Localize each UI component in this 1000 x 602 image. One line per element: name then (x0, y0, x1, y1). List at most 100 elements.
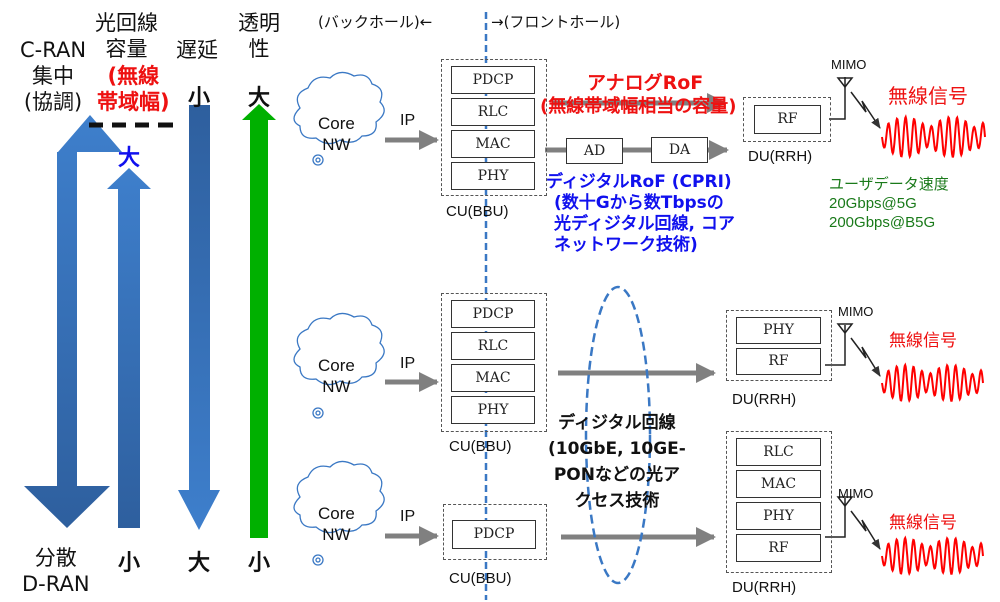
antenna-group-1 (829, 77, 881, 129)
da-converter: DA (651, 137, 708, 163)
du-layer-rf: RF (736, 348, 821, 375)
cu-layer-pdcp: PDCP (452, 520, 536, 549)
analog-rof-note: (無線帯域幅相当の容量) (540, 96, 737, 117)
transparency-top-value: 大 (248, 86, 271, 111)
analog-rof-title: アナログRoF (587, 72, 704, 94)
du-layer-mac: MAC (736, 470, 821, 498)
latency-bottom-value: 大 (188, 551, 211, 576)
cu-layer-pdcp: PDCP (451, 300, 535, 328)
radio-signal-label: 無線信号 (889, 331, 957, 351)
latency-down-arrow (178, 105, 220, 530)
user-rate-title: ユーザデータ速度 (829, 176, 949, 193)
backhaul-label: (バックホール)← (318, 13, 433, 31)
du-layer-rf: RF (736, 534, 821, 562)
transparency-header-line: 性 (248, 37, 270, 61)
digital-line-text: クセス技術 (574, 491, 660, 511)
centralized-label: 集中 (32, 64, 75, 88)
cu-layer-phy: PHY (451, 162, 535, 190)
cu-layer-phy: PHY (451, 396, 535, 424)
latency-header: 遅延 (176, 38, 218, 62)
digital-line-text: (10GbE, 10GE- (548, 439, 686, 459)
core-cloud-icon (293, 71, 385, 166)
cu-unit (443, 504, 547, 560)
cu-label: CU(BBU) (446, 203, 509, 220)
digital-rof-line: ディジタルRoF (CPRI) (546, 172, 732, 192)
core-line: NW (322, 377, 351, 396)
radio-signal-label: 無線信号 (889, 513, 957, 533)
distributed-label: 分散 (34, 546, 77, 570)
core-cloud-icon (293, 460, 385, 566)
digital-line-description: ディジタル回線 (10GbE, 10GE- PONなどの光ア クセス技術 (548, 410, 686, 514)
cu-unit (441, 59, 547, 196)
capacity-header-line: 容量 (105, 37, 148, 61)
digital-rof-line: 光ディジタル回線, コア (554, 214, 735, 234)
ip-label: IP (400, 508, 416, 525)
digital-rof-description: ディジタルRoF (CPRI) (数十Gから数Tbpsの 光ディジタル回線, コ… (546, 172, 735, 256)
du-unit (743, 97, 831, 142)
core-network-label: Core NW (318, 503, 355, 545)
du-unit (726, 431, 832, 573)
cran-header: C-RAN 集中 (協調) (20, 37, 86, 115)
cran-double-arrow (24, 115, 122, 528)
core-line: Core (318, 356, 355, 375)
digital-line-text: PONなどの光ア (553, 465, 680, 485)
du-layer-phy: PHY (736, 317, 821, 344)
cu-layer-rlc: RLC (451, 332, 535, 360)
du-unit (726, 310, 832, 381)
du-label: DU(RRH) (732, 391, 797, 408)
radio-signal-label: 無線信号 (888, 84, 968, 108)
capacity-header: 光回線 容量 (95, 10, 158, 62)
ad-converter: AD (566, 138, 623, 164)
cu-label: CU(BBU) (449, 438, 512, 455)
radio-signal-wave (881, 362, 984, 403)
capacity-up-arrow (107, 168, 151, 528)
transparency-bottom-value: 小 (248, 551, 271, 576)
capacity-bottom-value: 小 (118, 551, 141, 576)
core-network-label: Core NW (318, 355, 355, 397)
core-line: Core (318, 114, 355, 133)
core-line: NW (322, 525, 351, 544)
dran-label: D-RAN (22, 572, 90, 596)
antenna-group-3 (825, 496, 881, 550)
core-line: Core (318, 504, 355, 523)
antenna-group-2 (825, 323, 881, 377)
ip-label: IP (400, 112, 416, 129)
cu-unit (441, 293, 547, 432)
mimo-label: MIMO (838, 486, 874, 501)
du-layer-rlc: RLC (736, 438, 821, 466)
core-network-label: Core NW (318, 113, 355, 155)
ip-label: IP (400, 355, 416, 372)
mimo-label: MIMO (838, 304, 874, 319)
du-label: DU(RRH) (732, 579, 797, 596)
radio-signal-wave (881, 535, 984, 576)
user-rate-b5g: 200Gbps@B5G (829, 214, 936, 231)
dran-footer: 分散 D-RAN (22, 545, 90, 597)
capacity-note: (無線 帯域幅) (97, 63, 170, 115)
transparency-header-line: 透明 (238, 11, 280, 35)
fronthaul-label: →(フロントホール) (491, 13, 621, 31)
capacity-note-line: (無線 (107, 64, 160, 88)
transparency-header: 透明 性 (238, 10, 280, 62)
digital-rof-line: (数十Gから数Tbpsの (554, 193, 724, 213)
user-rate-5g: 20Gbps@5G (829, 195, 917, 212)
cu-layer-rlc: RLC (451, 98, 535, 126)
transparency-up-arrow (242, 104, 276, 538)
du-label: DU(RRH) (748, 148, 813, 165)
capacity-top-value: 大 (118, 146, 141, 171)
capacity-header-line: 光回線 (95, 11, 158, 35)
radio-signal-wave (881, 114, 986, 160)
du-layer-phy: PHY (736, 502, 821, 530)
cu-layer-pdcp: PDCP (451, 66, 535, 94)
digital-line-text: ディジタル回線 (558, 413, 676, 433)
digital-line-ellipse (584, 285, 652, 585)
core-line: NW (322, 135, 351, 154)
cooperative-label: (協調) (23, 90, 83, 114)
cu-layer-mac: MAC (451, 130, 535, 158)
capacity-note-line: 帯域幅) (97, 90, 170, 114)
digital-rof-line: ネットワーク技術) (554, 235, 698, 255)
mimo-label: MIMO (831, 57, 867, 72)
cu-layer-mac: MAC (451, 364, 535, 392)
cran-label: C-RAN (20, 38, 87, 62)
du-layer-rf: RF (754, 105, 821, 134)
